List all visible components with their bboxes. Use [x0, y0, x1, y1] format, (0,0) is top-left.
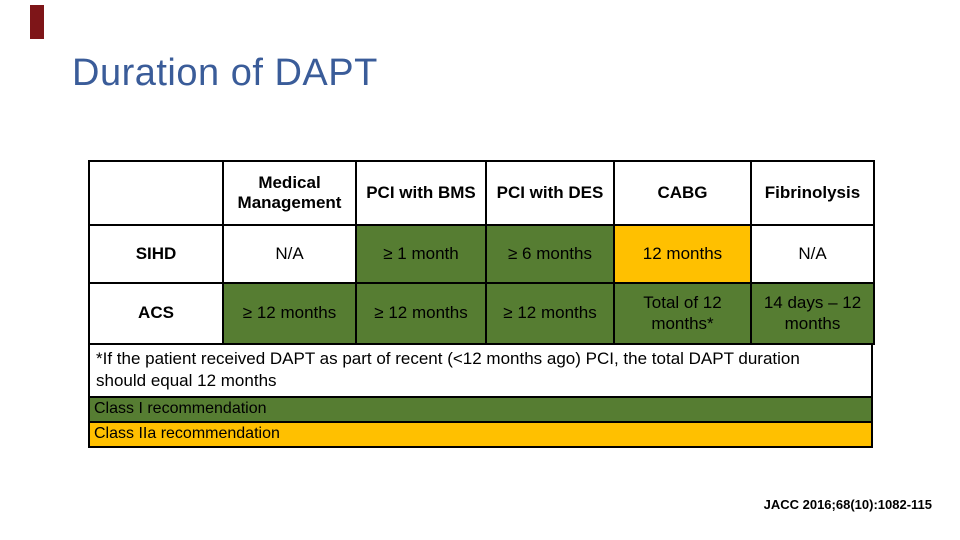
- header-cell-pci-bms: PCI with BMS: [355, 160, 487, 226]
- cell-sihd-fibrinolysis: N/A: [750, 224, 875, 284]
- cell-acs-pci-des: ≥ 12 months: [485, 282, 615, 345]
- header-cell-fibrinolysis: Fibrinolysis: [750, 160, 875, 226]
- row-label-acs: ACS: [88, 282, 224, 345]
- cell-acs-cabg: Total of 12 months*: [613, 282, 752, 345]
- table-row-sihd: SIHD N/A ≥ 1 month ≥ 6 months 12 months …: [88, 224, 875, 284]
- table-header-row: Medical Management PCI with BMS PCI with…: [88, 160, 875, 226]
- header-cell-cabg: CABG: [613, 160, 752, 226]
- cell-acs-fibrinolysis: 14 days – 12 months: [750, 282, 875, 345]
- cell-acs-pci-bms: ≥ 12 months: [355, 282, 487, 345]
- footnote-box: *If the patient received DAPT as part of…: [88, 343, 873, 399]
- page-title: Duration of DAPT: [72, 52, 378, 94]
- table-row-acs: ACS ≥ 12 months ≥ 12 months ≥ 12 months …: [88, 282, 875, 345]
- class-i-legend-bar: Class I recommendation: [88, 396, 873, 424]
- cell-sihd-pci-des: ≥ 6 months: [485, 224, 615, 284]
- row-label-sihd: SIHD: [88, 224, 224, 284]
- citation: JACC 2016;68(10):1082-115: [763, 497, 932, 512]
- header-cell-pci-des: PCI with DES: [485, 160, 615, 226]
- slide-accent-bar: [30, 5, 44, 39]
- header-cell-medical-management: Medical Management: [222, 160, 357, 226]
- dapt-table: Medical Management PCI with BMS PCI with…: [88, 160, 875, 345]
- header-cell-empty: [88, 160, 224, 226]
- cell-acs-medical-management: ≥ 12 months: [222, 282, 357, 345]
- cell-sihd-pci-bms: ≥ 1 month: [355, 224, 487, 284]
- class-iia-legend-bar: Class IIa recommendation: [88, 421, 873, 449]
- cell-sihd-cabg: 12 months: [613, 224, 752, 284]
- slide-content: Medical Management PCI with BMS PCI with…: [88, 160, 875, 449]
- cell-sihd-medical-management: N/A: [222, 224, 357, 284]
